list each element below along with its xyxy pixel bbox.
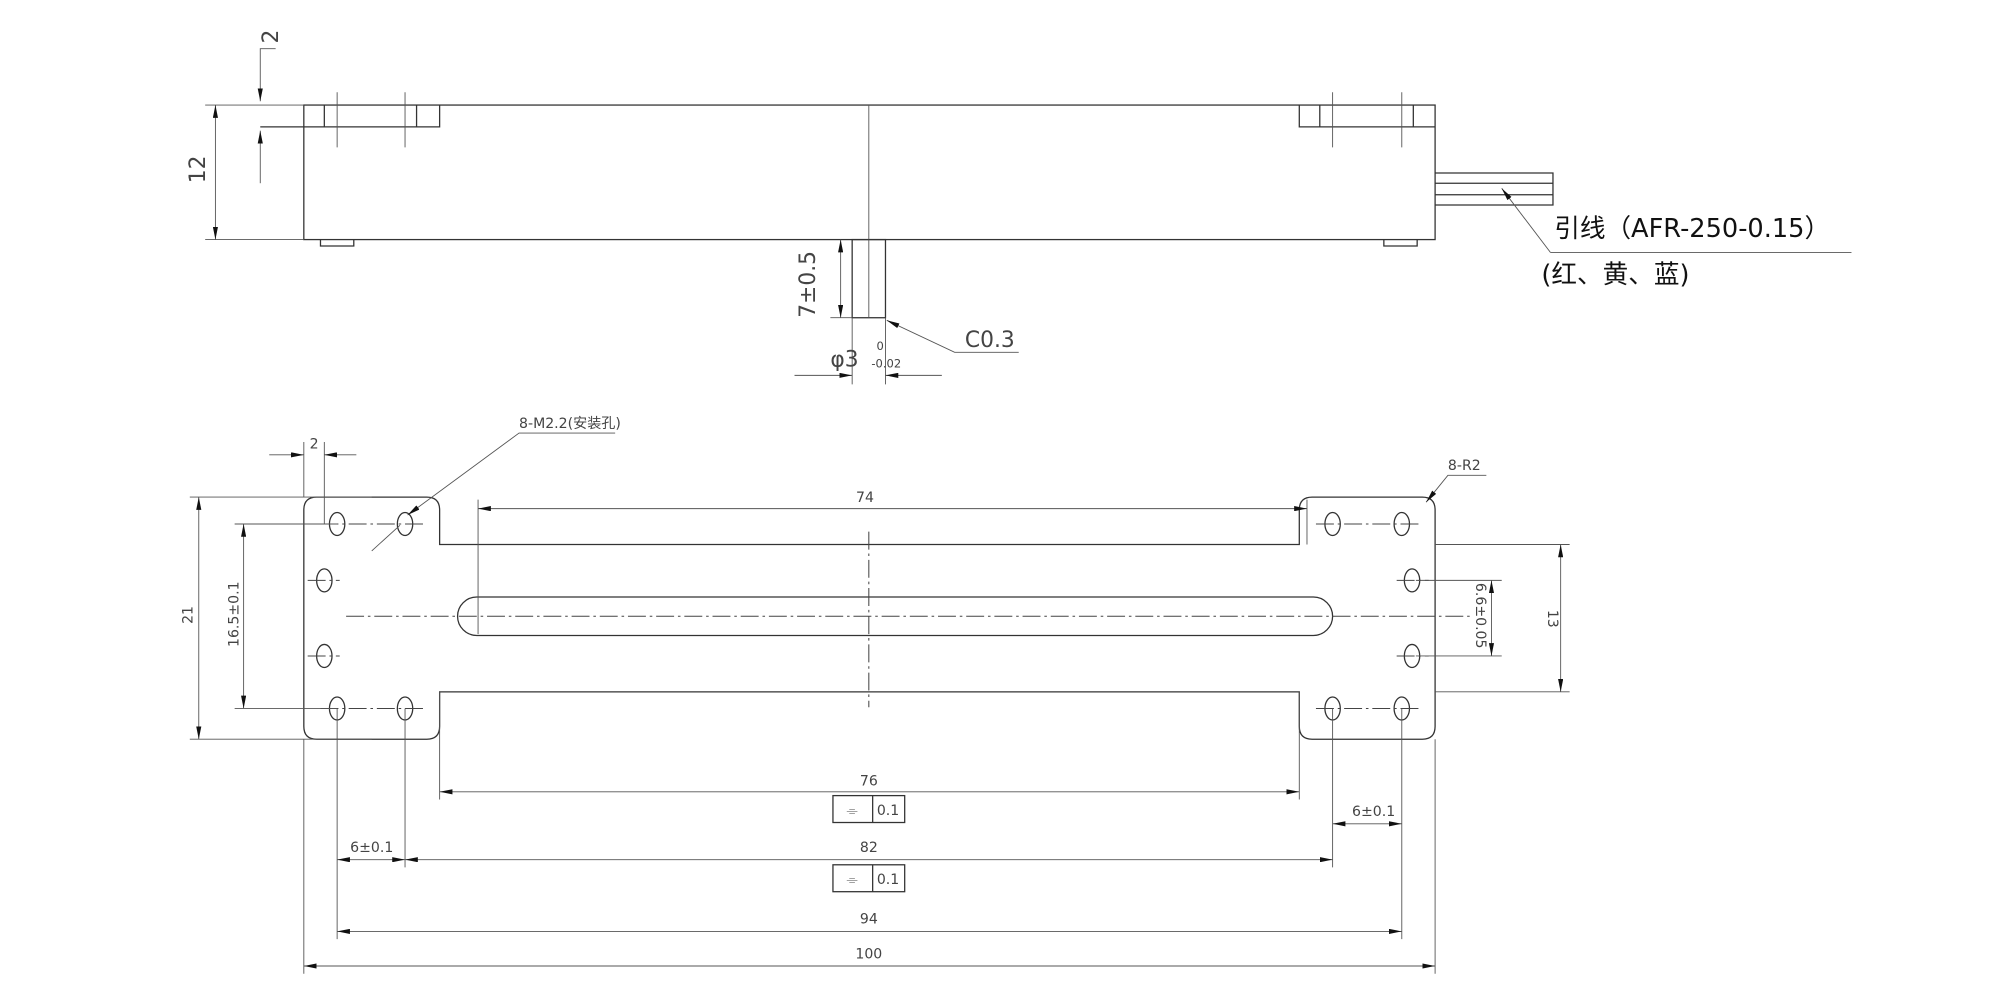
- symmetry-symbol: ⌯: [847, 872, 858, 888]
- right-hole-axes: [1332, 92, 1403, 148]
- dim-flange-thickness: 2: [259, 30, 284, 44]
- plate-outline: [303, 496, 1436, 740]
- dim-side-holes: 6.6±0.05: [1472, 583, 1488, 649]
- symmetry-frame-2: ⌯ 0.1: [832, 864, 906, 893]
- dim-74: 74: [856, 490, 874, 506]
- symmetry-symbol: ⌯: [847, 803, 858, 819]
- dim-100: 100: [855, 946, 882, 962]
- dim-pin-diameter: φ3: [830, 347, 858, 372]
- dim-hole-span: 16.5±0.1: [226, 581, 242, 647]
- dim-pin-tol-lower: -0.02: [871, 357, 901, 371]
- dim-body-width: 13: [1544, 610, 1560, 628]
- lead-label: 引线（AFR-250-0.15）: [1554, 214, 1830, 244]
- frame-box: [832, 794, 906, 824]
- chamfer-label: C0.3: [965, 328, 1015, 353]
- right-flange: [1298, 105, 1436, 128]
- lead-leader: [1501, 188, 1551, 253]
- frame-box: [832, 864, 906, 893]
- dim-76: 76: [860, 773, 878, 789]
- symmetry-frame-1: ⌯ 0.1: [832, 794, 906, 824]
- dim-hole-pitch-left: 6±0.1: [350, 840, 393, 856]
- dim-2-arrow-top: [257, 48, 276, 102]
- corner-radius-label: 8-R2: [1448, 458, 1481, 474]
- corner-radius-leader: [1425, 474, 1487, 503]
- mount-holes-leader: [407, 432, 616, 516]
- dim-width: 21: [180, 606, 196, 624]
- body-outline: [303, 104, 1436, 241]
- dim-hole-pitch-right: 6±0.1: [1352, 804, 1395, 820]
- mounting-holes: [307, 511, 1429, 721]
- side-view: 引线（AFR-250-0.15） (红、黄、蓝) 2 12 7±0.5 φ3 0…: [186, 30, 1852, 385]
- dim-94: 94: [860, 912, 878, 928]
- left-hole-axes: [336, 92, 406, 148]
- lead-wires: [1435, 172, 1554, 206]
- dim-height: 12: [186, 156, 211, 184]
- symmetry-tol-2: 0.1: [877, 872, 899, 888]
- mount-holes-label: 8-M2.2(安装孔): [519, 416, 621, 432]
- left-flange: [260, 105, 441, 128]
- hole-center-lines: [307, 523, 1429, 709]
- chamfer-leader: [886, 319, 1019, 353]
- ext-lines-12: [205, 104, 304, 241]
- lead-colors: (红、黄、蓝): [1541, 260, 1689, 290]
- bottom-tabs: [319, 239, 1418, 247]
- dim-82: 82: [860, 840, 878, 856]
- dim-pin-length: 7±0.5: [796, 251, 821, 318]
- mount-holes-leader-tail: [371, 524, 401, 552]
- top-view: 74 76 ⌯ 0.1 82 ⌯ 0.1 6±0.1 6±0.1 94 100 …: [180, 416, 1570, 974]
- extension-lines: [189, 442, 1570, 974]
- symmetry-tol-1: 0.1: [877, 803, 899, 819]
- dim-flange-edge: 2: [310, 436, 319, 452]
- dim-pin-tol-upper: 0: [877, 339, 884, 353]
